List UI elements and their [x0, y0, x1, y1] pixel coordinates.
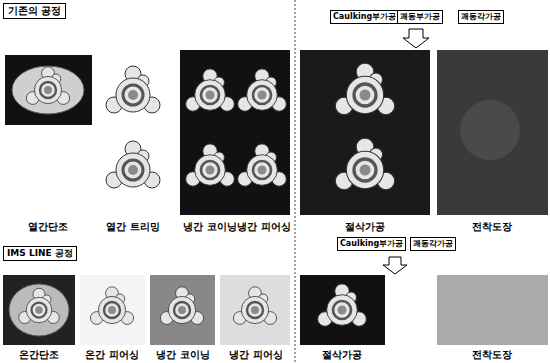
- box-label: Caulking부가공: [340, 239, 403, 248]
- box-label: IMS LINE 공정: [7, 248, 73, 258]
- step-caption: 열간 트리밍: [105, 221, 160, 233]
- process-box: 괘동각가공: [458, 10, 504, 24]
- box-label: 기존의 공정: [8, 5, 61, 16]
- step-caption: 온간단조: [18, 349, 60, 361]
- step-caption: 열간단조: [27, 221, 69, 233]
- process-box: 괘동부가공: [397, 10, 443, 24]
- process-box: Caulking부가공: [337, 237, 406, 251]
- box-label: 괘동부가공: [400, 12, 440, 21]
- step-caption: 온간 피어싱: [84, 349, 139, 361]
- process-box: Caulking부가공: [330, 10, 399, 24]
- box-label: 괘동각가공: [413, 239, 453, 248]
- step-caption: 전착도장: [471, 349, 513, 361]
- step-caption: 냉간 코이닝: [155, 349, 210, 361]
- process-box: 기존의 공정: [3, 3, 66, 19]
- step-caption: 절삭가공: [344, 221, 386, 233]
- box-label: Caulking부가공: [333, 12, 396, 21]
- step-caption: 냉간 피어싱: [236, 221, 291, 233]
- step-caption: 냉간 코이닝: [182, 221, 237, 233]
- process-box: IMS LINE 공정: [3, 246, 77, 261]
- process-box: 괘동각가공: [410, 237, 456, 251]
- step-caption: 절삭가공: [321, 349, 363, 361]
- box-label: 괘동각가공: [461, 12, 501, 21]
- step-caption: 냉간 피어싱: [228, 349, 283, 361]
- step-caption: 전착도장: [471, 221, 513, 233]
